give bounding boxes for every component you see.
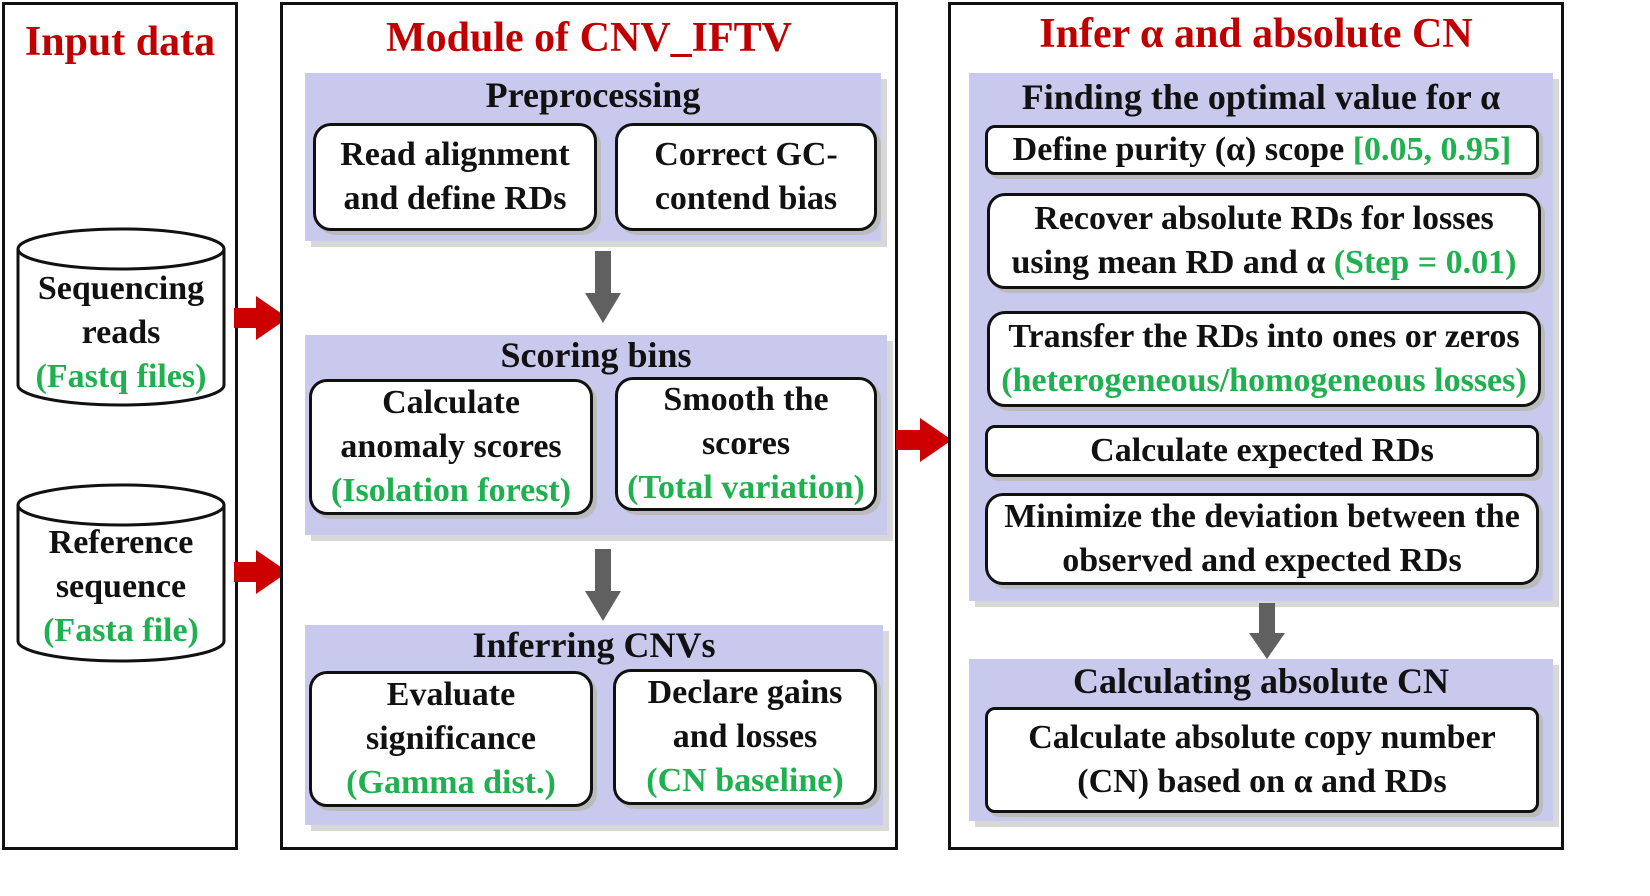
recover-rds-step: Recover absolute RDs for losses using me… <box>987 193 1541 289</box>
evaluate-significance-step: Evaluate significance (Gamma dist.) <box>309 671 593 807</box>
transfer-rds-line1: Transfer the RDs into ones or zeros <box>1008 318 1520 355</box>
database-cylinder-icon <box>16 227 226 407</box>
absolute-cn-section: Calculating absolute CN Calculate absolu… <box>969 659 1553 821</box>
infer-panel: Infer α and absolute CN Finding the opti… <box>948 2 1564 850</box>
smooth-scores-step: Smooth the scores (Total variation) <box>615 377 877 511</box>
red-arrow-right-icon <box>234 550 288 594</box>
anomaly-scores-line1: Calculate <box>382 384 520 421</box>
absolute-cn-title: Calculating absolute CN <box>1072 661 1450 701</box>
optimal-alpha-section: Finding the optimal value for α Define p… <box>969 73 1553 601</box>
anomaly-scores-step: Calculate anomaly scores (Isolation fore… <box>309 379 593 515</box>
declare-gains-line1: Declare gains <box>647 674 843 711</box>
calculate-expected-rds-text: Calculate expected RDs <box>1090 432 1434 469</box>
read-alignment-line1: Read alignment <box>340 136 570 173</box>
transfer-rds-step: Transfer the RDs into ones or zeros (het… <box>987 311 1541 407</box>
reference-label-line1: Reference <box>48 524 194 561</box>
recover-rds-line2: using mean RD and α <box>1011 244 1334 281</box>
transfer-rds-line2: (heterogeneous/homogeneous losses) <box>1001 362 1527 399</box>
inferring-cnvs-title: Inferring CNVs <box>472 625 716 665</box>
smooth-scores-method: (Total variation) <box>627 469 865 506</box>
define-purity-text: Define purity (α) scope <box>1012 131 1353 168</box>
recover-rds-line1: Recover absolute RDs for losses <box>1034 200 1494 237</box>
minimize-deviation-line1: Minimize the deviation between the <box>1004 498 1520 535</box>
read-alignment-step: Read alignment and define RDs <box>313 123 597 231</box>
module-title: Module of CNV_IFTV <box>386 15 792 61</box>
preprocessing-section: Preprocessing Read alignment and define … <box>305 73 881 241</box>
sequencing-reads-database: Sequencing reads (Fastq files) <box>15 227 227 409</box>
reference-format-label: (Fasta file) <box>43 612 199 649</box>
gc-correction-line2: contend bias <box>654 180 838 217</box>
scoring-bins-title: Scoring bins <box>500 335 692 375</box>
input-data-panel: Input data Sequencing reads (Fastq files… <box>2 2 238 850</box>
declare-gains-method: (CN baseline) <box>646 762 844 799</box>
optimal-alpha-title: Finding the optimal value for α <box>1021 77 1501 117</box>
minimize-deviation-step: Minimize the deviation between the obser… <box>985 493 1539 585</box>
gray-arrow-down-icon <box>1249 603 1285 659</box>
absolute-cn-line1: Calculate absolute copy number <box>1028 719 1496 756</box>
gray-arrow-down-icon <box>585 251 621 323</box>
recover-rds-step-size: (Step = 0.01) <box>1333 244 1517 281</box>
sequencing-label-line2: reads <box>81 314 161 351</box>
anomaly-scores-method: (Isolation forest) <box>330 472 572 509</box>
gray-arrow-down-icon <box>585 549 621 621</box>
read-alignment-line2: and define RDs <box>343 180 567 217</box>
red-arrow-right-icon <box>896 418 952 462</box>
absolute-cn-line2: (CN) based on α and RDs <box>1077 763 1447 800</box>
reference-sequence-database: Reference sequence (Fasta file) <box>15 483 227 665</box>
module-panel: Module of CNV_IFTV Preprocessing Read al… <box>280 2 898 850</box>
reference-label-line2: sequence <box>55 568 187 605</box>
declare-gains-line2: and losses <box>672 718 818 755</box>
smooth-scores-line1: Smooth the <box>663 381 829 418</box>
evaluate-significance-method: (Gamma dist.) <box>346 764 556 801</box>
calculate-expected-rds-step: Calculate expected RDs <box>985 425 1539 477</box>
input-data-title: Input data <box>24 19 216 65</box>
sequencing-format-label: (Fastq files) <box>35 358 207 395</box>
sequencing-label-line1: Sequencing <box>37 270 205 307</box>
evaluate-significance-line1: Evaluate <box>386 676 516 713</box>
red-arrow-right-icon <box>234 296 288 340</box>
calculate-absolute-cn-step: Calculate absolute copy number (CN) base… <box>985 707 1539 813</box>
smooth-scores-line2: scores <box>701 425 791 462</box>
preprocessing-title: Preprocessing <box>485 75 701 115</box>
gc-correction-line1: Correct GC- <box>654 136 838 173</box>
evaluate-significance-line2: significance <box>366 720 536 757</box>
gc-correction-step: Correct GC- contend bias <box>615 123 877 231</box>
inferring-cnvs-section: Inferring CNVs Evaluate significance (Ga… <box>305 625 883 825</box>
declare-gains-losses-step: Declare gains and losses (CN baseline) <box>613 669 877 805</box>
database-cylinder-icon <box>16 483 226 663</box>
infer-title: Infer α and absolute CN <box>1039 11 1473 57</box>
purity-range: [0.05, 0.95] <box>1352 131 1512 168</box>
define-purity-step: Define purity (α) scope [0.05, 0.95] <box>985 125 1539 175</box>
scoring-bins-section: Scoring bins Calculate anomaly scores (I… <box>305 335 887 535</box>
minimize-deviation-line2: observed and expected RDs <box>1062 542 1462 579</box>
anomaly-scores-line2: anomaly scores <box>340 428 562 465</box>
